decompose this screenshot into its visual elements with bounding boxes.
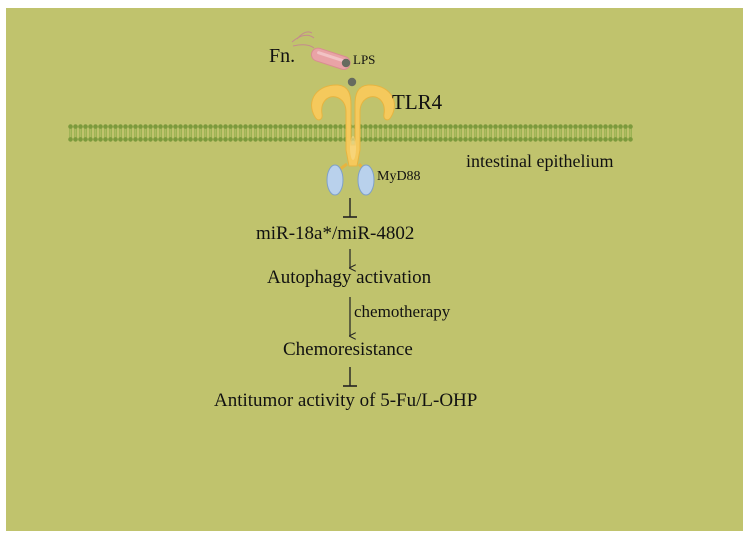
adaptor-label: MyD88 — [377, 169, 421, 184]
membrane-label: intestinal epithelium — [466, 151, 614, 171]
pathway-step-autophagy: Autophagy activation — [267, 267, 432, 288]
tlr4-receptor-icon — [311, 84, 395, 167]
receptor-label: TLR4 — [392, 90, 443, 114]
edge-myd88-to-mir — [343, 198, 357, 218]
pathway-step-antitumor: Antitumor activity of 5-Fu/L-OHP — [214, 390, 478, 411]
myd88-icon — [326, 162, 375, 196]
pathway-step-chemoresistance: Chemoresistance — [283, 339, 413, 360]
bacterium-label: Fn. — [269, 45, 296, 67]
lps-icon — [341, 58, 351, 68]
lps-label: LPS — [353, 52, 376, 67]
bacterium-icon — [291, 31, 351, 70]
chemotherapy-label: chemotherapy — [354, 302, 451, 321]
lps-icon — [347, 77, 357, 87]
edge-chemoresistance-to-antitumor — [343, 367, 357, 387]
pathway-step-mirna: miR-18a*/miR-4802 — [256, 223, 415, 244]
